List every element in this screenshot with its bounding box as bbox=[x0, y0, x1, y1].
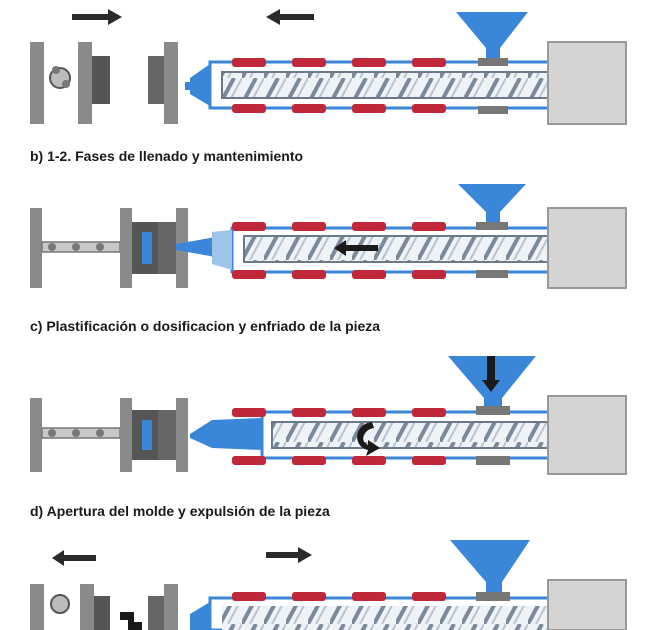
arrow-left-icon bbox=[334, 240, 378, 256]
arrow-left-icon bbox=[266, 9, 314, 25]
rotation-arrow-icon bbox=[357, 422, 380, 456]
mold-half-moving bbox=[92, 56, 110, 104]
arrow-down-icon bbox=[482, 356, 500, 392]
arrow-right-icon bbox=[266, 547, 312, 563]
arrow-right-icon bbox=[72, 9, 122, 25]
stage-c bbox=[30, 356, 627, 475]
fixed-platen bbox=[30, 42, 44, 124]
caption-stage-c: c) Plastificación o dosificacion y enfri… bbox=[30, 318, 381, 334]
caption-stage-b: b) 1-2. Fases de llenado y mantenimiento bbox=[30, 148, 304, 164]
stage-a bbox=[30, 9, 627, 125]
stage-b bbox=[30, 184, 627, 289]
heater-band bbox=[232, 58, 266, 67]
mold-half-fixed bbox=[148, 56, 164, 104]
mold-cavity bbox=[142, 232, 152, 264]
caption-stage-d: d) Apertura del molde y expulsión de la … bbox=[30, 503, 330, 519]
screw bbox=[221, 71, 581, 99]
moving-platen bbox=[78, 42, 92, 124]
nozzle bbox=[190, 64, 210, 106]
hopper bbox=[456, 12, 528, 48]
drive-unit bbox=[547, 41, 627, 125]
ejected-part bbox=[120, 612, 142, 630]
stage-d bbox=[30, 540, 627, 630]
arrow-left-icon bbox=[52, 550, 96, 566]
